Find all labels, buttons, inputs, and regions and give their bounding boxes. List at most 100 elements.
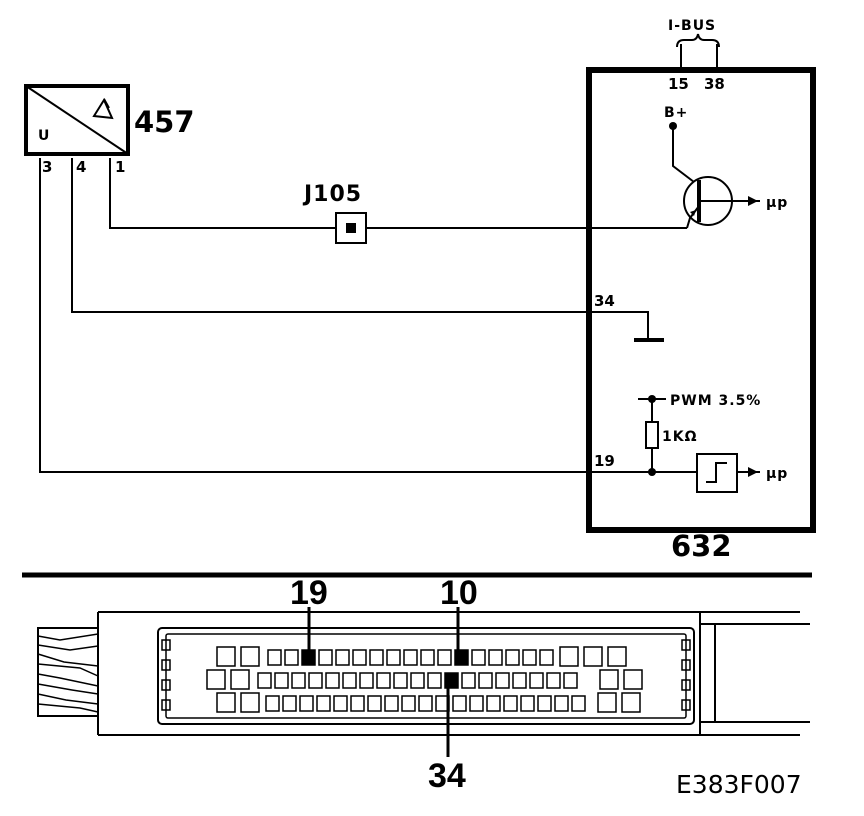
pin-cavity — [563, 672, 578, 689]
delta-icon — [92, 97, 114, 120]
module-pin-19: 19 — [594, 452, 615, 470]
pin-cavity — [316, 695, 331, 712]
callout-pin-19: 19 — [290, 574, 328, 612]
pin-cavity — [299, 695, 314, 712]
notch — [681, 679, 691, 691]
marked-cavity — [301, 649, 316, 666]
j105-box — [335, 212, 367, 244]
pin-cavity — [427, 672, 442, 689]
pin-cavity — [267, 649, 282, 666]
notch — [161, 639, 171, 651]
large-cavity — [240, 646, 260, 667]
connector-face — [157, 627, 695, 725]
pin-cavity — [335, 649, 350, 666]
bundle-strand — [37, 633, 99, 641]
base-arrow-icon — [748, 196, 758, 206]
sensor-pin-4: 4 — [76, 158, 86, 176]
pin-cavity — [452, 695, 467, 712]
sensor-457: U 457 3 4 1 — [24, 84, 195, 176]
pin-cavities — [206, 646, 643, 713]
large-cavity — [216, 692, 236, 713]
resistor-label: 1KΩ — [662, 429, 698, 445]
callout-pin-10: 10 — [440, 574, 478, 612]
ibus-label: I-BUS — [668, 18, 716, 34]
bundle-strand — [37, 653, 99, 667]
resistor-symbol — [645, 421, 659, 449]
pin-cavity — [318, 649, 333, 666]
pin-cavity — [350, 695, 365, 712]
sensor-pin-3: 3 — [42, 158, 52, 176]
large-cavity — [621, 692, 641, 713]
pin-cavity — [384, 695, 399, 712]
large-cavity — [607, 646, 627, 667]
pin-cavity — [539, 649, 554, 666]
pin-cavity — [393, 672, 408, 689]
pin-cavity — [291, 672, 306, 689]
pwm-label: PWM 3.5% — [670, 393, 761, 409]
pin-cavity — [469, 695, 484, 712]
pin-cavity — [274, 672, 289, 689]
callout-pin-34: 34 — [428, 757, 466, 795]
notch — [681, 699, 691, 711]
emitter-arrow-icon — [690, 210, 696, 216]
figure-code: E383F007 — [676, 770, 802, 799]
notch — [161, 679, 171, 691]
pin-cavity — [437, 649, 452, 666]
sensor-diagonal — [25, 85, 129, 155]
pin-cavity — [488, 649, 503, 666]
bundle-strand — [37, 673, 99, 687]
delta-icon-accent — [103, 98, 110, 109]
pin-cavity — [495, 672, 510, 689]
bundle-strand — [37, 703, 99, 713]
large-cavity — [583, 646, 603, 667]
pin-cavity — [529, 672, 544, 689]
pin-cavity — [386, 649, 401, 666]
large-cavity — [599, 669, 619, 690]
mu-p-bottom: µp — [766, 466, 788, 482]
wire-pin1 — [109, 158, 336, 229]
ibus-brace — [676, 33, 720, 48]
pin-cavity — [522, 649, 537, 666]
large-cavity — [597, 692, 617, 713]
pin-cavity — [369, 649, 384, 666]
sensor-id-label: 457 — [134, 105, 195, 139]
pin-cavity — [342, 672, 357, 689]
connector-face-inner — [165, 633, 687, 719]
pin-cavity — [284, 649, 299, 666]
notch — [161, 659, 171, 671]
housing-right-flange — [699, 612, 810, 735]
input-node — [648, 468, 656, 476]
output-arrow-icon — [748, 467, 758, 477]
bus-pin-15: 15 — [668, 75, 689, 93]
large-cavity — [206, 669, 226, 690]
bundle-strand — [37, 683, 99, 695]
large-cavity — [230, 669, 250, 690]
large-cavity — [559, 646, 579, 667]
bundle-strand — [37, 644, 99, 651]
bundle-strand — [37, 693, 99, 705]
pin-cavity — [461, 672, 476, 689]
sensor-symbol-u: U — [38, 128, 50, 144]
pin-cavity — [257, 672, 272, 689]
pin-cavity — [503, 695, 518, 712]
pin-cavity — [333, 695, 348, 712]
module-box — [586, 67, 816, 533]
notch — [681, 659, 691, 671]
pin-cavity — [352, 649, 367, 666]
large-cavity — [623, 669, 643, 690]
pin-cavity — [520, 695, 535, 712]
bundle-strand — [37, 663, 99, 677]
pin-cavity — [471, 649, 486, 666]
pin-cavity — [512, 672, 527, 689]
pin-cavity — [308, 672, 323, 689]
pin-cavity — [478, 672, 493, 689]
harness-connector: 19 10 34 — [37, 574, 810, 795]
pin-cavity — [325, 672, 340, 689]
pin-cavity — [420, 649, 435, 666]
pin-cavity — [367, 695, 382, 712]
pin-cavity — [537, 695, 552, 712]
sensor-pin-1: 1 — [115, 158, 125, 176]
wires — [39, 158, 697, 473]
pin-cavity — [418, 695, 433, 712]
